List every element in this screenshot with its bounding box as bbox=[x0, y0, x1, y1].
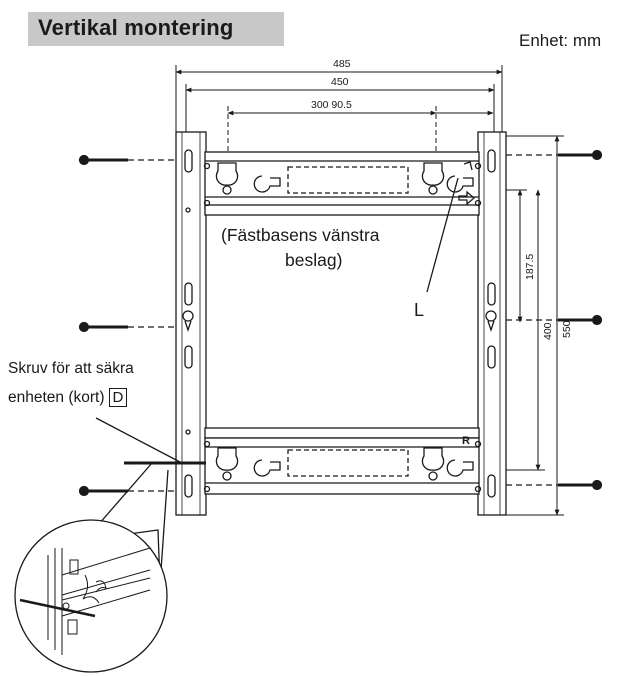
screw-note-line1: Skruv för att säkra bbox=[8, 360, 134, 377]
screw-note-line2: enheten (kort)D bbox=[8, 384, 128, 411]
page-title: Vertikal montering bbox=[38, 15, 234, 40]
right-rail bbox=[477, 131, 507, 516]
letter-r-label: R bbox=[462, 435, 470, 447]
zoom-callout bbox=[14, 462, 169, 673]
screw-top-left bbox=[78, 154, 176, 166]
dim-height-short: 187.5 bbox=[524, 253, 536, 280]
part-d-marker: D bbox=[108, 388, 128, 407]
bottom-bracket bbox=[203, 427, 482, 495]
bracket-callout-line1: (Fästbasens vänstra bbox=[221, 225, 380, 245]
dim-inner-width: 450 bbox=[331, 76, 349, 88]
screws bbox=[78, 149, 603, 497]
screw-middle-left bbox=[78, 321, 176, 333]
screw-top-right bbox=[506, 149, 603, 161]
bracket-callout-line2: beslag) bbox=[285, 250, 343, 270]
unit-label: Enhet: mm bbox=[519, 31, 602, 50]
dim-hole-spacing: 300 90.5 bbox=[311, 99, 352, 111]
left-rail bbox=[175, 131, 207, 516]
dim-height-mid: 400 bbox=[542, 322, 554, 340]
dimension-lines bbox=[175, 65, 564, 516]
screw-bottom-left bbox=[78, 485, 176, 497]
screw-d-leader bbox=[95, 417, 206, 465]
screw-note-text: enheten (kort) bbox=[8, 389, 105, 406]
title-band bbox=[28, 12, 284, 46]
leader-line-l bbox=[426, 177, 459, 293]
dim-total-width: 485 bbox=[333, 58, 351, 70]
top-bracket bbox=[203, 151, 482, 216]
letter-l-label: L bbox=[414, 300, 425, 320]
screw-bottom-right bbox=[506, 479, 603, 491]
screw-middle-right bbox=[506, 314, 603, 326]
dim-height-total: 550 bbox=[561, 320, 573, 338]
